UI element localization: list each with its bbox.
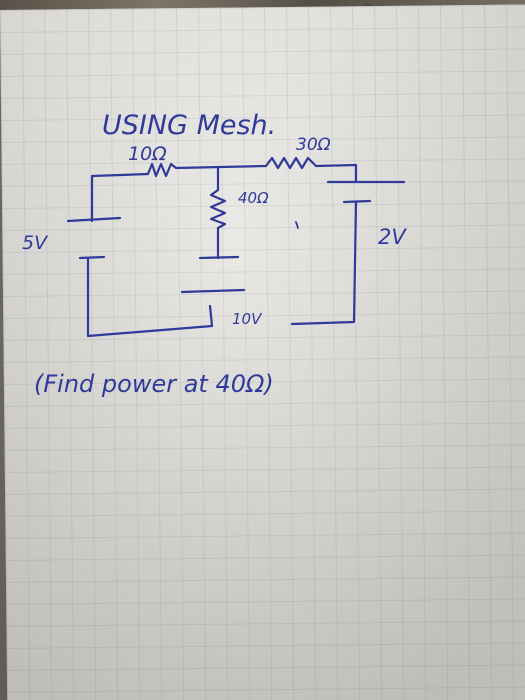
resistor-40-ohm <box>209 188 227 230</box>
stray-mark <box>295 221 299 229</box>
battery-2v <box>326 180 406 204</box>
wire-to-10v <box>208 304 214 328</box>
label-30-ohm: 30Ω <box>296 135 331 155</box>
label-2v: 2V <box>378 225 407 249</box>
wire-top-mid <box>174 164 268 170</box>
wire-left-top <box>90 172 150 223</box>
label-40-ohm: 40Ω <box>238 189 269 207</box>
battery-5v <box>66 216 122 260</box>
label-5v: 5V <box>22 232 49 254</box>
instruction-text: (Find power at 40Ω) <box>34 370 274 398</box>
label-10-ohm: 10Ω <box>128 143 167 165</box>
label-10v: 10V <box>232 310 263 328</box>
wire-right <box>290 200 358 326</box>
resistor-10-ohm <box>146 162 178 178</box>
heading-text: USING Mesh. <box>102 110 276 141</box>
wire-top-right <box>314 163 358 184</box>
resistor-30-ohm <box>264 156 318 170</box>
wire-bottom <box>86 256 214 338</box>
battery-10v <box>180 255 246 294</box>
